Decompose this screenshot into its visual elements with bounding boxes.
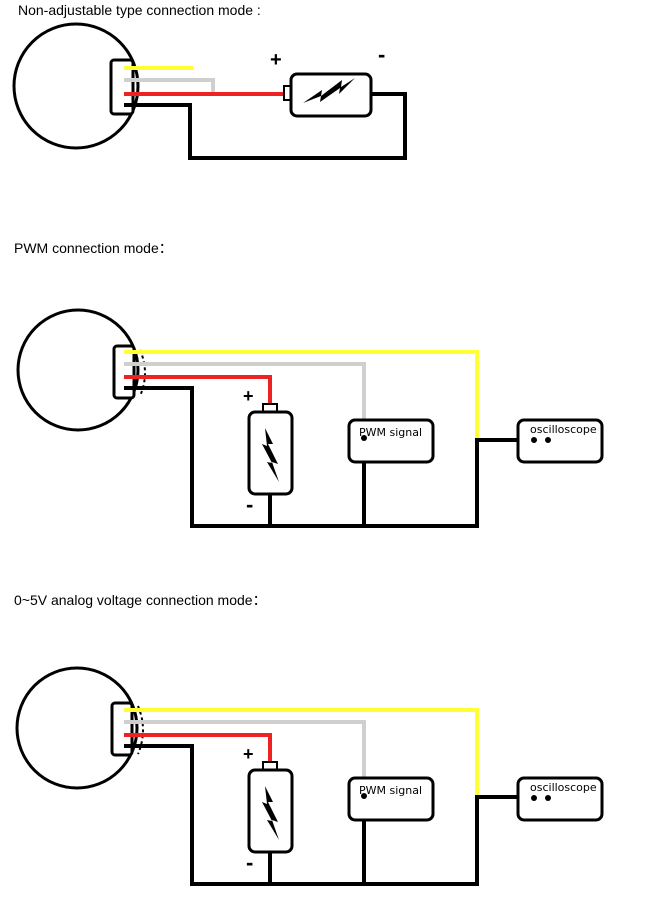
plus-label: + — [270, 49, 282, 71]
wire-yellow — [124, 708, 479, 797]
fan-circle — [15, 666, 139, 790]
fan-circle — [16, 308, 140, 432]
connector — [112, 344, 136, 400]
plus-label: + — [243, 386, 254, 406]
diagram-pwm: + - PWM signal oscilloscope — [16, 308, 604, 528]
connector — [110, 701, 134, 757]
wire-yellow — [124, 350, 479, 440]
minus-label: - — [246, 492, 253, 517]
connector — [109, 58, 135, 116]
oscilloscope-label: oscilloscope — [530, 781, 597, 794]
wire-gray — [124, 720, 366, 778]
pwm-signal-label: PWM signal — [359, 426, 422, 439]
wire-black — [124, 92, 407, 160]
section-2-title: PWM connection mode： — [14, 240, 173, 256]
plus-label: + — [243, 744, 254, 764]
minus-label: - — [246, 850, 253, 875]
minus-label: - — [378, 42, 385, 67]
oscilloscope-box — [516, 776, 604, 822]
section-3-title: 0~5V analog voltage connection mode： — [14, 592, 267, 608]
diagram-non-adjustable: + - — [12, 22, 407, 160]
wire-black — [124, 386, 517, 528]
section-1-title: Non-adjustable type connection mode : — [18, 2, 261, 18]
lightning-icon — [262, 428, 279, 482]
lightning-icon — [303, 78, 355, 103]
pwm-signal-label: PWM signal — [359, 784, 422, 797]
diagram-analog: + - PWM signal oscilloscope — [15, 666, 604, 886]
pwm-signal-box — [347, 776, 435, 822]
motor-box — [289, 72, 373, 118]
wire-red — [124, 375, 272, 404]
oscilloscope-label: oscilloscope — [530, 423, 597, 436]
wire-red — [124, 733, 272, 762]
wire-black — [124, 744, 517, 886]
wire-gray — [124, 78, 215, 93]
fan-circle — [12, 22, 140, 150]
lightning-icon — [262, 786, 279, 840]
pwm-signal-box — [347, 418, 435, 464]
oscilloscope-box — [516, 418, 604, 464]
wire-gray — [124, 362, 366, 420]
